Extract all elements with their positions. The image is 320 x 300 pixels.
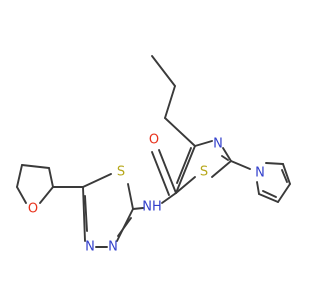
thf-bond	[48, 167, 54, 188]
thf-bond	[39, 186, 54, 204]
pyrrole-bond	[258, 193, 279, 203]
pyrrole-bond	[282, 163, 291, 185]
pyrrole-double-bond	[281, 169, 288, 183]
thiadiazole-double-bond	[117, 217, 132, 237]
propyl-bond	[151, 55, 176, 87]
thiazole-bond	[194, 140, 213, 147]
thiazole-bond	[222, 147, 232, 162]
thiadiazole-bond	[82, 186, 86, 242]
amide-bond	[161, 192, 177, 204]
thiadiazole-bond	[127, 183, 134, 210]
atom-labels: O N N S NH O S N N	[28, 133, 265, 255]
thiazole-double-bond	[176, 147, 192, 184]
atom-o-thf: O	[28, 202, 38, 217]
atom-n-4: N	[108, 240, 118, 255]
thiazole-double-bond	[221, 155, 229, 161]
atom-n-3: N	[85, 240, 95, 255]
propyl-bond	[164, 85, 176, 119]
thiazole-bond	[175, 145, 196, 194]
pyrrole-bond	[265, 162, 284, 165]
pyrrole-link-bond	[230, 160, 251, 170]
thiazole-bond	[175, 176, 196, 194]
atom-s-thiazole: S	[200, 165, 208, 180]
thiadiazole-bond	[82, 173, 112, 188]
atom-s-thiadiazole: S	[117, 165, 125, 180]
bond-lines	[16, 55, 291, 248]
thf-bond	[16, 186, 27, 204]
pyrrole-double-bond	[262, 190, 277, 198]
thf-bond	[16, 164, 23, 188]
molecule-structure-diagram: O N N S NH O S N N	[16, 55, 291, 255]
atom-n-thiazole: N	[213, 137, 223, 152]
thiazole-bond	[211, 160, 232, 178]
carbonyl-bond	[158, 149, 177, 194]
pyrrole-bond	[256, 181, 260, 195]
thf-bond	[21, 164, 50, 169]
carbonyl-double-bond	[151, 151, 170, 196]
atom-nh-amide: NH	[142, 200, 162, 215]
amide-bond	[132, 207, 144, 210]
propyl-bond	[164, 117, 196, 147]
atom-n-pyrrole: N	[255, 166, 265, 181]
pyrrole-bond	[277, 183, 291, 203]
atom-o-carbonyl: O	[149, 133, 159, 148]
thiadiazole-double-bond	[84, 195, 88, 232]
